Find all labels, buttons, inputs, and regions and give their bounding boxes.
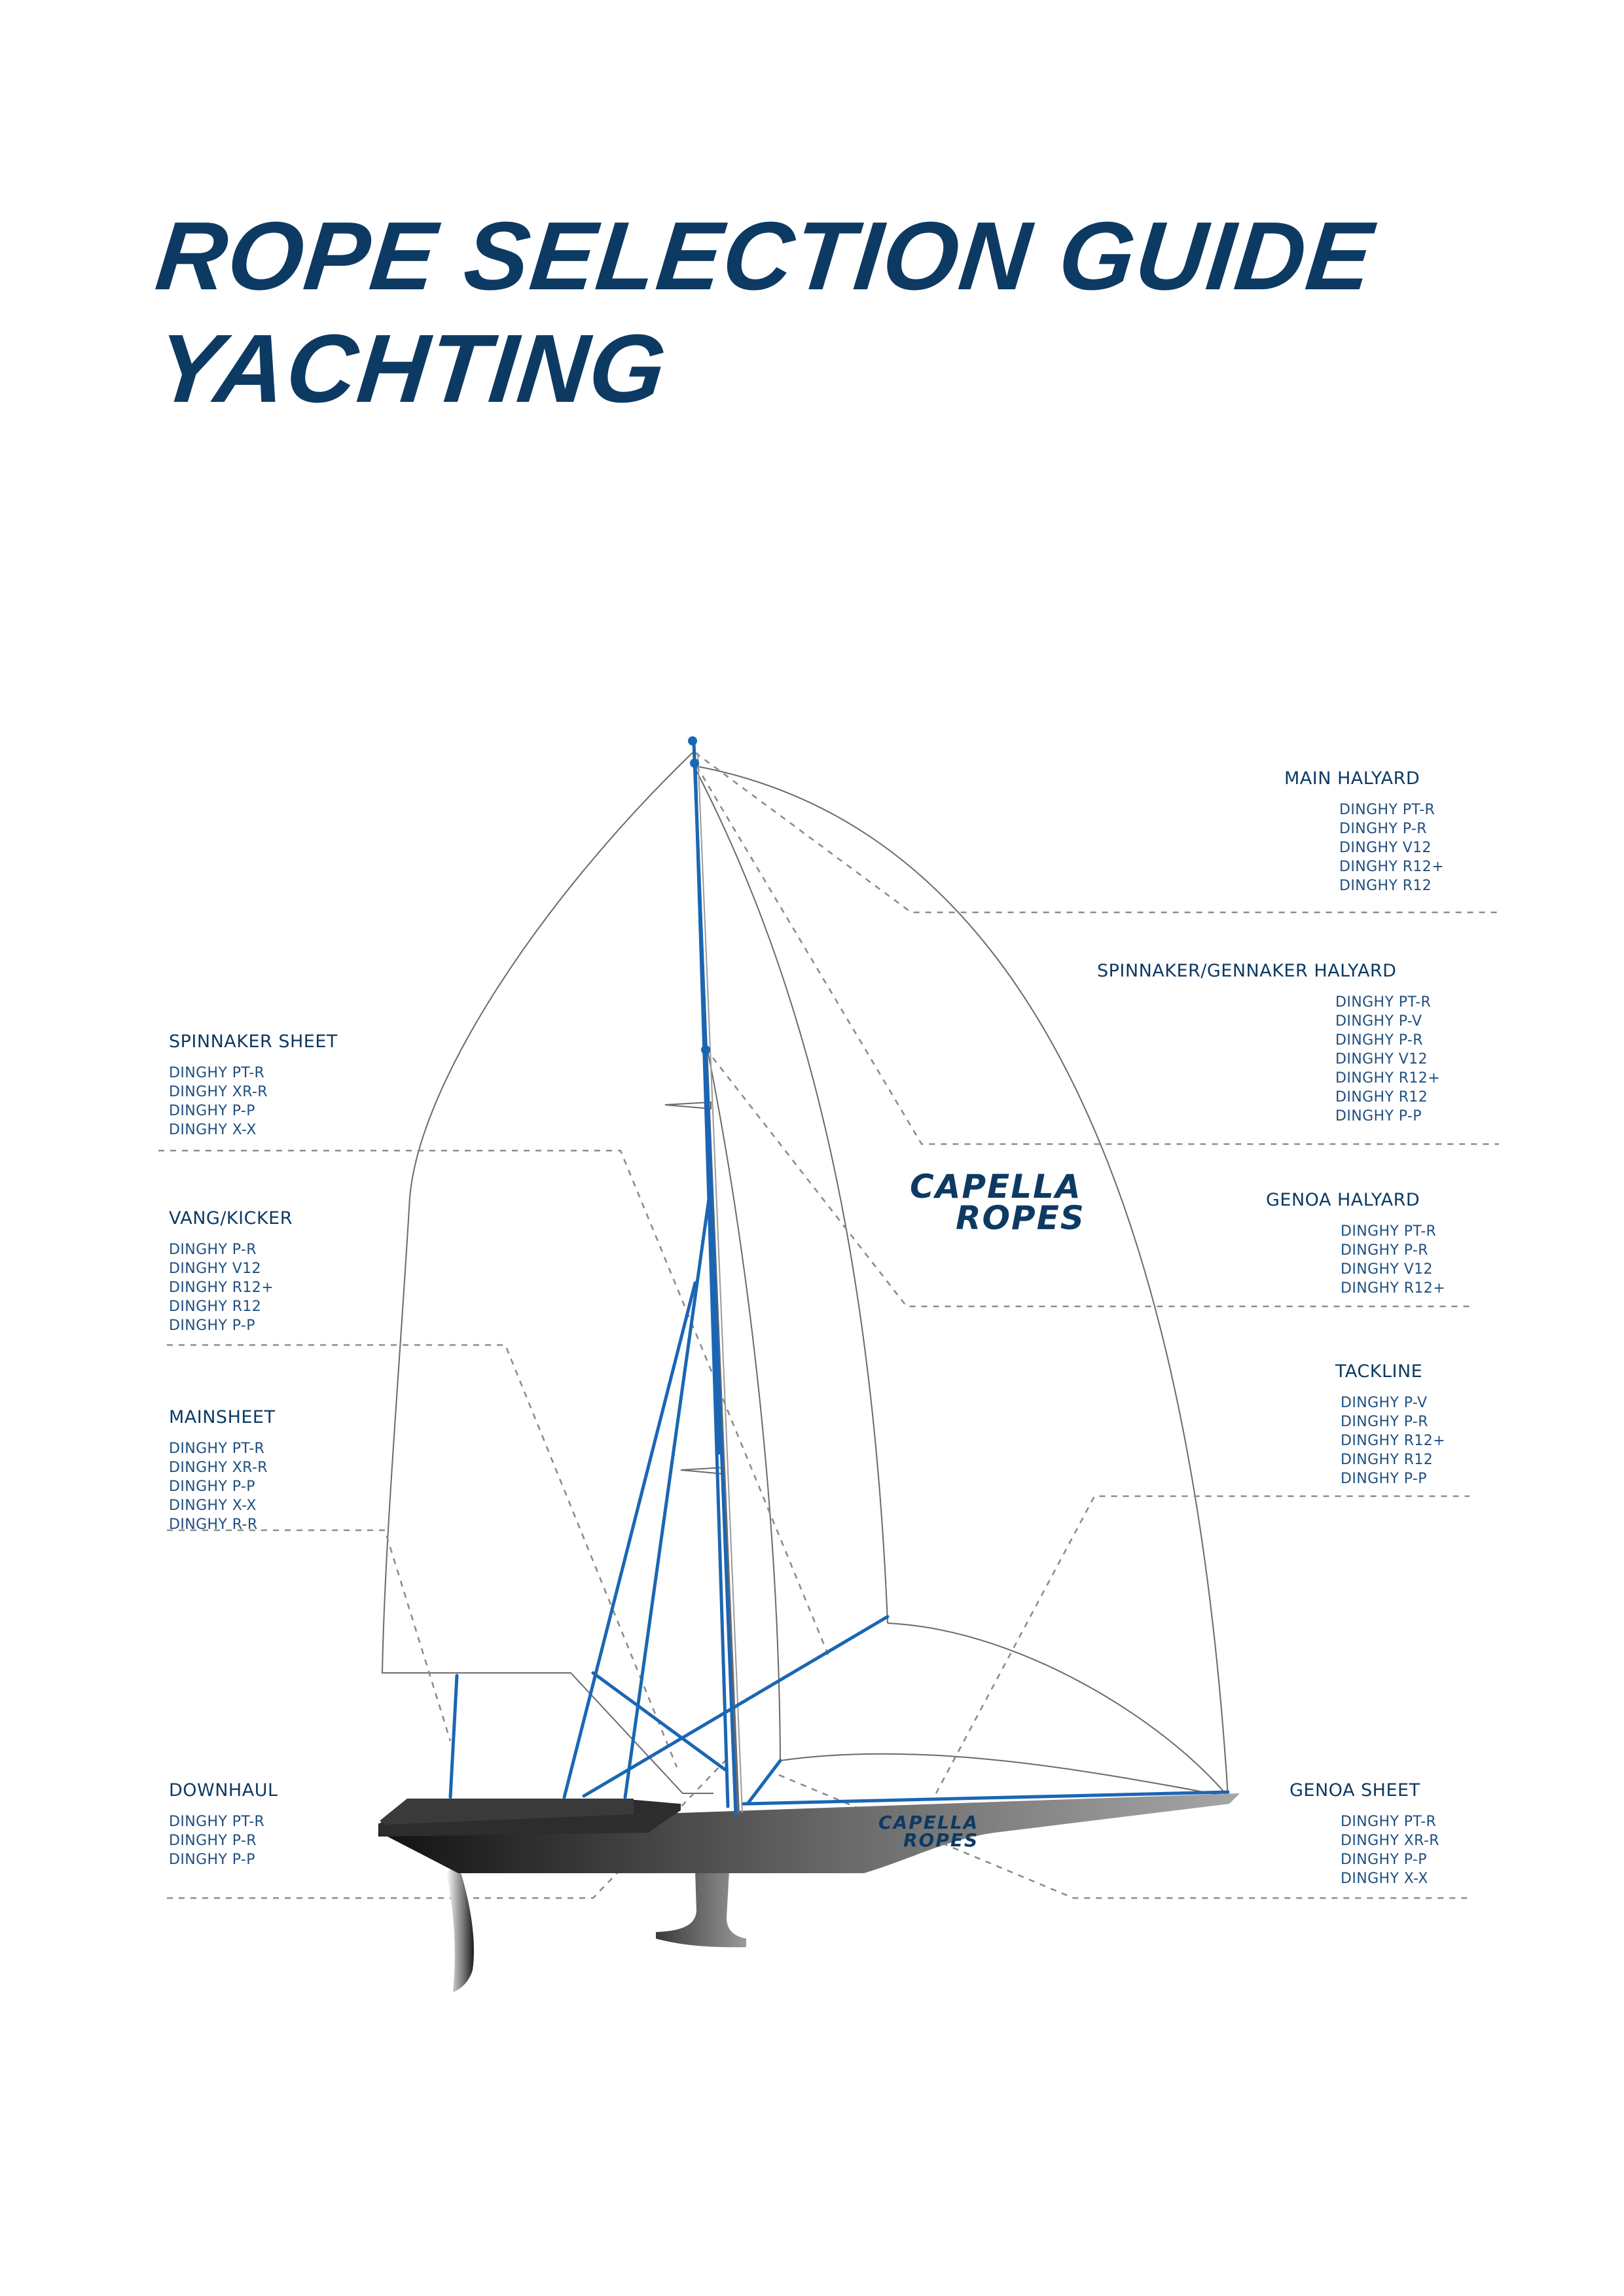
sheave-masthead [688,736,697,745]
spinnaker-outline [693,765,1229,1797]
genoa-luff [706,1047,781,1761]
rope-vang-left [562,1281,697,1799]
leader-spinnaker-halyard [695,765,1499,1145]
rope-option: DINGHY XR-R [169,1460,268,1476]
rope-option: DINGHY R12 [169,1299,262,1315]
rope-option: DINGHY PT-R [169,1441,265,1457]
label-heading: GENOA SHEET [1290,1780,1420,1801]
spreader-upper [664,1101,712,1110]
rope-option: DINGHY P-P [169,1318,255,1334]
rope-jib-foot [746,1759,782,1806]
leader-tackline [935,1495,1470,1794]
rope-option: DINGHY PT-R [1341,1223,1437,1240]
rope-option: DINGHY R12 [1339,878,1432,894]
rope-option: DINGHY X-X [1341,1871,1428,1887]
label-heading: TACKLINE [1335,1361,1423,1382]
label-genoa-halyard: GENOA HALYARD DINGHY PT-R DINGHY P-R DINGH… [1266,1190,1445,1298]
rope-option: DINGHY P-R [169,1242,257,1258]
rope-option: DINGHY R12+ [1341,1280,1446,1297]
rope-tack-to-bow [742,1790,1230,1806]
rope-option: DINGHY PT-R [1339,802,1435,818]
rope-option: DINGHY P-P [1341,1471,1427,1487]
rope-option: DINGHY V12 [1335,1051,1428,1067]
label-spinnaker-halyard: SPINNAKER/GENNAKER HALYARD DINGHY PT-R DI… [1097,961,1440,1126]
rope-option: DINGHY P-P [169,1103,255,1119]
label-mainsheet: MAINSHEET DINGHY PT-R DINGHY XR-R DINGHY P… [169,1407,275,1534]
rope-option: DINGHY PT-R [1341,1814,1437,1830]
rope-option: DINGHY P-P [169,1479,255,1495]
rope-option: DINGHY PT-R [169,1065,265,1081]
sheave-genoa [701,1045,710,1054]
hull [378,1793,1240,1873]
label-heading: DOWNHAUL [169,1780,278,1801]
deck-top [380,1799,634,1825]
leader-main-halyard [695,751,1499,914]
rope-option: DINGHY P-R [1341,1414,1428,1430]
rope-option: DINGHY P-R [1335,1032,1423,1049]
rope-option: DINGHY P-R [1341,1242,1428,1259]
rudder [446,1864,474,1992]
rope-option: DINGHY R12+ [169,1280,274,1296]
label-spinnaker-sheet: SPINNAKER SHEET DINGHY PT-R DINGHY XR-R DI… [169,1031,338,1139]
mainsail-outline [381,752,713,1794]
label-genoa-sheet: GENOA SHEET DINGHY PT-R DINGHY XR-R DINGHY… [1290,1780,1439,1888]
capella-ropes-hull-logo: CAPELLA ROPES [878,1812,979,1851]
rope-cross-brace [591,1671,727,1772]
rope-option: DINGHY X-X [169,1498,257,1514]
rope-option: DINGHY P-P [1341,1852,1427,1868]
ropes [448,741,1230,1816]
rope-option: DINGHY V12 [1341,1261,1433,1278]
label-heading: MAIN HALYARD [1284,768,1420,789]
label-heading: MAINSHEET [169,1407,276,1427]
rope-spinnaker-halyard [693,762,730,1808]
rope-downhaul [448,1674,459,1799]
label-heading: GENOA HALYARD [1266,1190,1420,1210]
rope-option: DINGHY R12+ [1335,1070,1441,1086]
keel-fin [656,1871,746,1948]
leader-downhaul [167,1760,726,1899]
rope-option: DINGHY R12 [1335,1089,1428,1105]
genoa-foot [887,1623,1229,1797]
leader-genoa-halyard [704,1048,1470,1308]
sheave-upper [690,759,699,768]
rope-option: DINGHY X-X [169,1122,257,1138]
sail-outlines [381,752,1229,1797]
rope-option: DINGHY R-R [169,1516,258,1533]
rope-option: DINGHY V12 [1339,840,1432,856]
hull-group [378,1793,1240,1992]
label-downhaul: DOWNHAUL DINGHY PT-R DINGHY P-R DINGHY P-P [169,1780,278,1869]
sheave-dots [688,736,710,1054]
label-heading: VANG/KICKER [169,1208,293,1229]
leader-lines [158,751,1499,1899]
jib-leech [693,765,888,1624]
label-main-halyard: MAIN HALYARD DINGHY PT-R DINGHY P-R DINGHY… [1284,768,1444,895]
rope-option: DINGHY P-P [1335,1108,1422,1124]
label-tackline: TACKLINE DINGHY P-V DINGHY P-R DINGHY R12+… [1335,1361,1445,1488]
rope-option: DINGHY P-V [1335,1013,1422,1030]
rope-option: DINGHY P-R [169,1833,257,1849]
genoa-foot-lower [780,1753,1229,1797]
rope-forestay-to-mast [704,1049,721,1455]
label-heading: SPINNAKER SHEET [169,1031,338,1052]
rope-option: DINGHY R12 [1341,1452,1434,1468]
rope-option: DINGHY R12+ [1341,1433,1446,1449]
rope-option: DINGHY V12 [169,1261,261,1277]
rope-option: DINGHY PT-R [169,1814,265,1830]
rope-option: DINGHY R12+ [1339,859,1445,875]
rope-option: DINGHY P-R [1339,821,1427,837]
rope-option: DINGHY P-V [1341,1395,1428,1411]
rope-spinnaker-sheet [582,1615,890,1798]
rope-option: DINGHY XR-R [1341,1833,1439,1849]
capella-ropes-logo: CAPELLA ROPES [910,1168,1085,1237]
rope-option: DINGHY P-P [169,1852,255,1868]
label-heading: SPINNAKER/GENNAKER HALYARD [1097,961,1397,981]
rope-vang-upper [623,1183,713,1799]
leader-spinnaker-sheet [158,1149,830,1657]
leader-mainsheet [167,1529,452,1742]
rope-option: DINGHY XR-R [169,1084,268,1100]
rope-option: DINGHY PT-R [1335,994,1432,1011]
